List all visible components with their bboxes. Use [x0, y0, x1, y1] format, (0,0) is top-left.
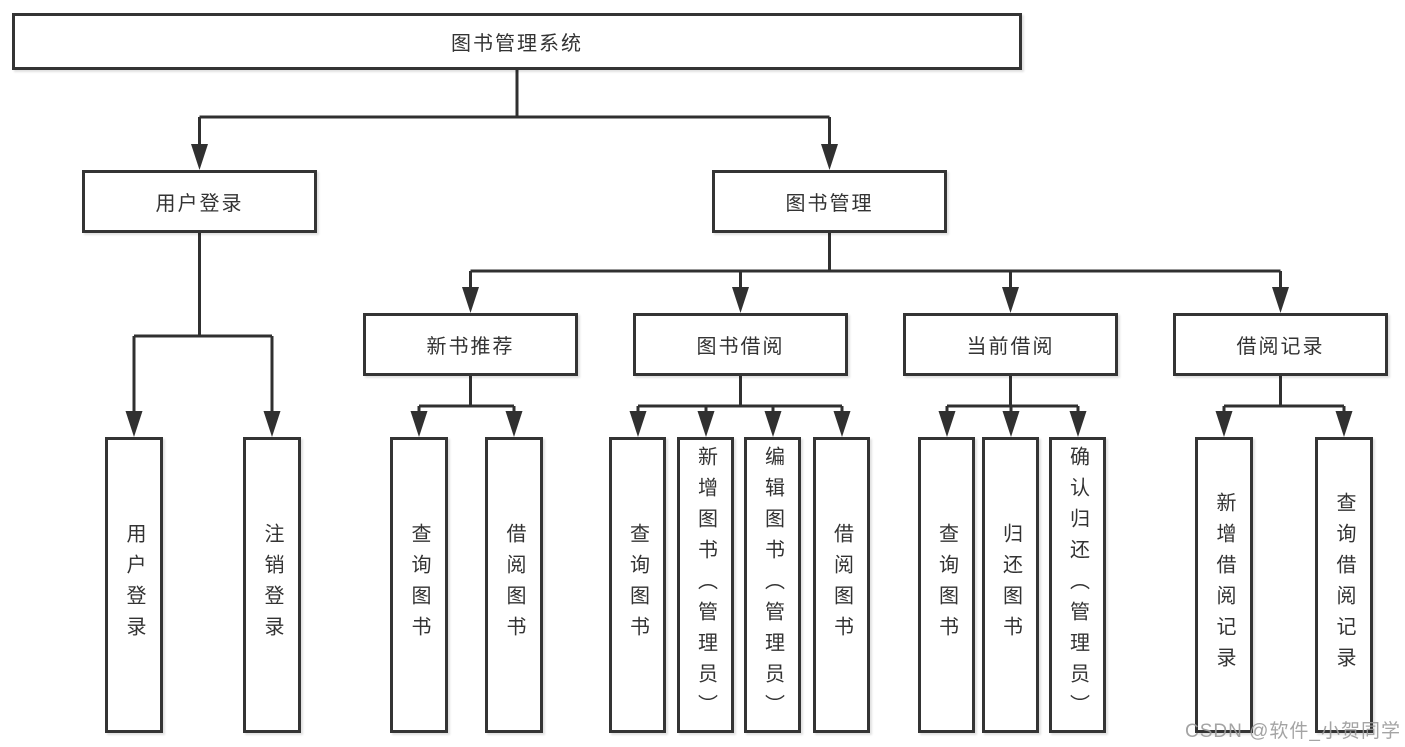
node-label: 借阅图书 [830, 523, 853, 647]
leaf-recommend-query-book: 查询图书 [390, 437, 448, 733]
node-borrow-records: 借阅记录 [1173, 313, 1388, 376]
node-label: 确认归还（管理员） [1066, 445, 1089, 725]
leaf-user-login: 用户登录 [105, 437, 163, 733]
node-label: 借阅图书 [503, 523, 525, 647]
leaf-current-query-book: 查询图书 [918, 437, 975, 733]
node-label: 当前借阅 [966, 336, 1055, 358]
leaf-borrow-add-book-admin: 新增图书（管理员） [677, 437, 734, 733]
leaf-borrow-query-book: 查询图书 [609, 437, 666, 733]
leaf-current-return-book: 归还图书 [982, 437, 1039, 733]
node-new-book-recommend: 新书推荐 [363, 313, 578, 376]
leaf-current-confirm-return-admin: 确认归还（管理员） [1049, 437, 1106, 733]
leaf-borrow-edit-book-admin: 编辑图书（管理员） [744, 437, 801, 733]
node-label: 新书推荐 [426, 336, 515, 358]
node-label: 用户登录 [155, 193, 244, 215]
node-label: 查询图书 [408, 523, 430, 647]
leaf-records-query-borrow-record: 查询借阅记录 [1315, 437, 1373, 733]
node-label: 新增图书（管理员） [694, 445, 717, 725]
node-label: 借阅记录 [1236, 336, 1325, 358]
leaf-borrow-borrow-book: 借阅图书 [813, 437, 870, 733]
node-label: 注销登录 [261, 523, 283, 647]
node-label: 用户登录 [123, 523, 145, 647]
node-label: 查询图书 [626, 523, 649, 647]
leaf-recommend-borrow-book: 借阅图书 [485, 437, 543, 733]
node-label: 编辑图书（管理员） [761, 445, 784, 725]
watermark: CSDN @软件_小贺同学 [1185, 721, 1401, 742]
leaf-records-add-borrow-record: 新增借阅记录 [1195, 437, 1253, 733]
leaf-logout-login: 注销登录 [243, 437, 301, 733]
node-book-management: 图书管理 [712, 170, 947, 233]
node-label: 查询图书 [935, 523, 958, 647]
node-book-borrow: 图书借阅 [633, 313, 848, 376]
node-label: 新增借阅记录 [1213, 492, 1235, 678]
node-user-login: 用户登录 [82, 170, 317, 233]
node-current-borrow: 当前借阅 [903, 313, 1118, 376]
node-label: 图书借阅 [696, 336, 785, 358]
node-label: 图书管理系统 [451, 33, 583, 55]
node-label: 图书管理 [785, 193, 874, 215]
node-library-management-system: 图书管理系统 [12, 13, 1022, 70]
node-label: 查询借阅记录 [1333, 492, 1355, 678]
node-label: 归还图书 [999, 523, 1022, 647]
